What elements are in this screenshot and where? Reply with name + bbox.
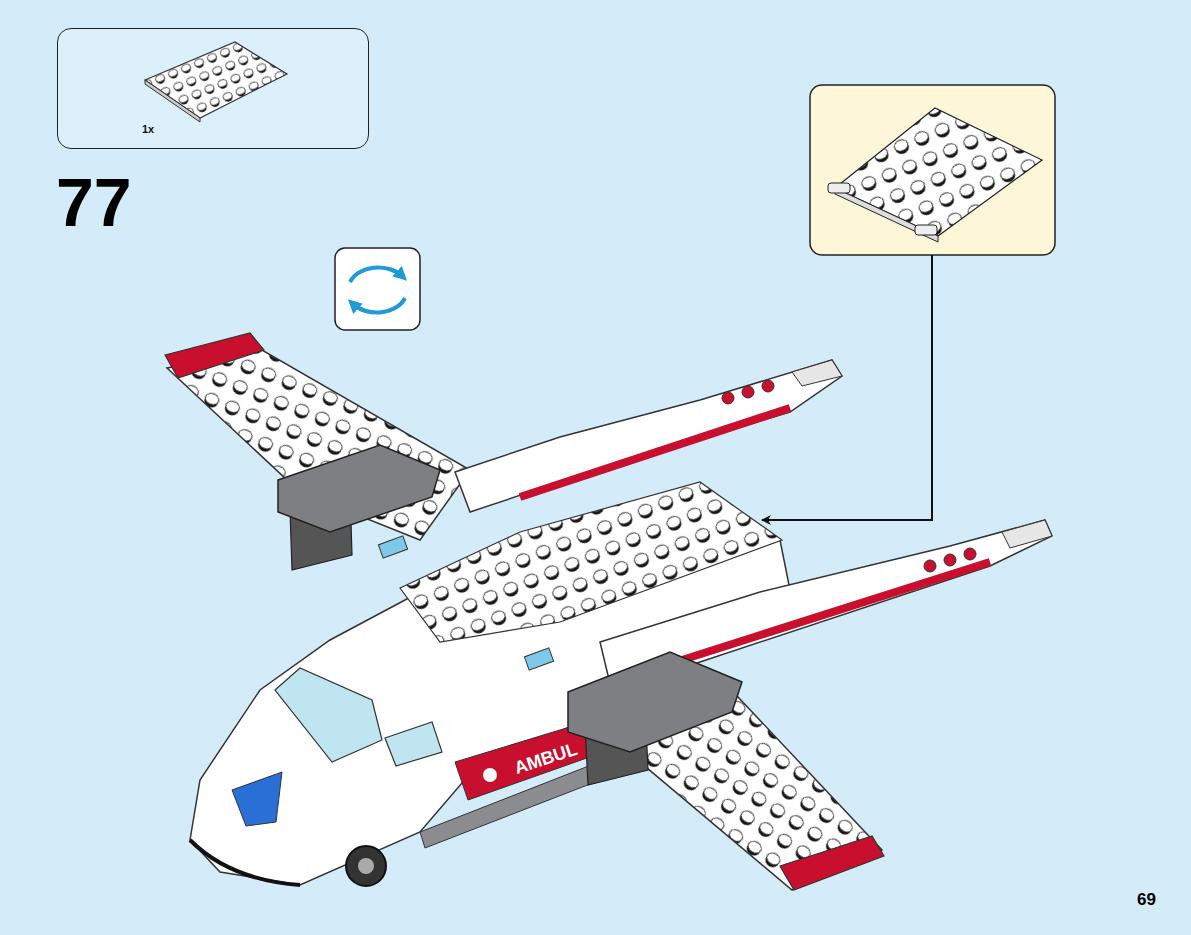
side-window (385, 722, 442, 766)
wing (167, 350, 470, 540)
rotate-arrow (353, 298, 405, 313)
clip (915, 225, 937, 235)
emblem (232, 772, 282, 826)
engine (568, 652, 742, 752)
plate-part (145, 42, 287, 118)
clip (828, 183, 850, 193)
wing-tip (780, 836, 884, 890)
tail-boom (455, 360, 842, 512)
rotate-icon (335, 248, 420, 330)
callout-plate-edge (835, 188, 938, 242)
rotate-arrow (350, 267, 402, 282)
step-number: 77 (56, 168, 132, 236)
wheel (346, 846, 386, 886)
parts-box-ground (57, 28, 369, 149)
plate-edge (145, 80, 200, 122)
callout-box (810, 85, 1055, 255)
parts-box: 1x (57, 28, 369, 149)
windshield (275, 668, 382, 762)
part-count: 1x (142, 124, 154, 135)
wing-tip (165, 333, 264, 378)
engine (278, 445, 440, 532)
boom-stripe (520, 408, 790, 497)
callout-plate (835, 108, 1042, 236)
page-number: 69 (1137, 891, 1156, 908)
